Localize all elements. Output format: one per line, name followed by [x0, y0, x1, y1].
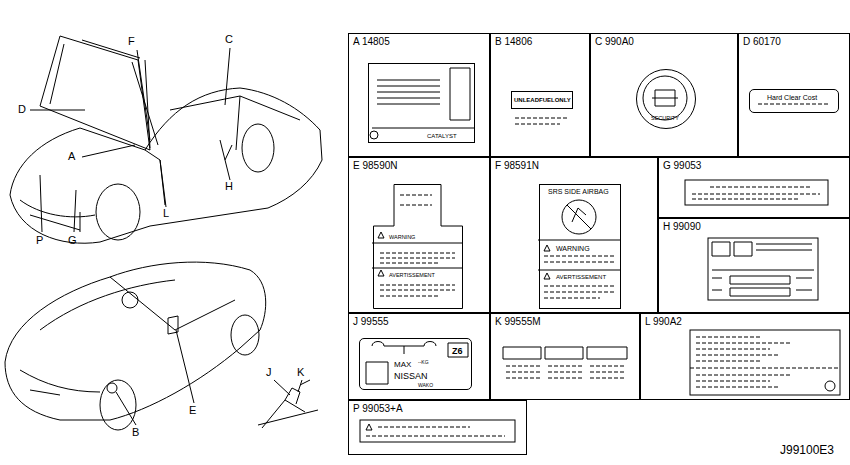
- jack-label-art: [366, 342, 468, 385]
- logo: [825, 381, 835, 391]
- sticker-text: SECURITY: [651, 116, 679, 122]
- dash-lines: [692, 187, 820, 199]
- sticker-box: CATALYST: [368, 63, 475, 143]
- sticker-text: NISSAN: [394, 372, 428, 381]
- sticker-text: SRS SIDE AIRBAG: [548, 188, 609, 195]
- table-lines: [712, 242, 814, 296]
- wheel: [100, 380, 136, 430]
- parts-panel: B 14806UNLEADFUELONLY: [490, 33, 590, 157]
- panel-heading: C 990A0: [595, 37, 634, 47]
- parts-panel: F 98591N SRS SIDE AIRBAG WARNING AVERTISSEM…: [490, 157, 658, 313]
- sticker-text: Hard Clear Cost: [767, 94, 817, 101]
- callout-letter: F: [128, 36, 135, 47]
- label-h: [708, 238, 818, 300]
- panel-heading: J 99555: [353, 317, 389, 327]
- fuel-lid: [107, 383, 117, 393]
- warning-panel-lines: [372, 232, 462, 276]
- callout-letter: L: [163, 208, 169, 219]
- panel-heading: A 14805: [353, 37, 390, 47]
- dash-lines: [380, 195, 455, 296]
- callout-letter: D: [18, 104, 26, 115]
- parts-panel: K 99555M: [490, 313, 640, 400]
- sticker-box: Hard Clear Cost: [749, 89, 839, 113]
- panel-heading: P 99053+A: [353, 404, 403, 414]
- security-ring: [643, 76, 687, 120]
- sticker-box: SRS SIDE AIRBAG WARNING AVERTISSEMENT: [539, 184, 621, 309]
- wheel: [231, 315, 259, 355]
- car-body-front: [10, 88, 322, 243]
- label-p-art: [366, 424, 372, 430]
- wheel: [96, 184, 140, 240]
- car-detail-front: [20, 96, 300, 232]
- airbag-symbol: [538, 205, 620, 279]
- sticker-text: UNLEADFUELONLY: [514, 97, 571, 103]
- parts-panel: J 99555Z6MAX --KG NISSAN WAKO: [348, 313, 490, 400]
- panel-heading: B 14806: [495, 37, 532, 47]
- callout-letter: H: [225, 181, 233, 192]
- sticker-box: WARNING AVERTISSEMENT: [373, 184, 463, 309]
- sticker-text: AVERTISSEMENT: [556, 274, 606, 280]
- parts-panel: P 99053+A: [348, 400, 527, 455]
- panel-heading: L 990A2: [645, 317, 682, 327]
- callout-letter: J: [266, 367, 272, 378]
- sticker-box: SECURITY: [636, 69, 696, 129]
- panel-heading: G 99053: [663, 161, 701, 171]
- callout-letter: P: [36, 235, 43, 246]
- sticker-text: WAKO: [418, 383, 433, 388]
- parts-panel: L 990A2: [640, 313, 850, 400]
- car-icon: [652, 90, 678, 106]
- sticker-text: CATALYST: [427, 133, 457, 139]
- emblem: [122, 292, 138, 308]
- panel-heading: H 99090: [663, 222, 701, 232]
- parts-panel: C 990A0SECURITY: [590, 33, 738, 157]
- open-hood: [40, 36, 150, 150]
- panel-heading: D 60170: [743, 37, 781, 47]
- wheel: [242, 124, 274, 172]
- parts-panel: E 98590N WARNING AVERTISSEMENT: [348, 157, 490, 313]
- panel-heading: K 99555M: [495, 317, 541, 327]
- sticker-text: MAX: [394, 361, 411, 369]
- jack: [258, 380, 318, 428]
- parts-panel: G 99053: [658, 157, 850, 218]
- panel-heading: F 98591N: [495, 161, 539, 171]
- parts-panel: A 14805CATALYST: [348, 33, 490, 157]
- sticker-outline: [374, 185, 463, 309]
- callout-letter: A: [68, 151, 75, 162]
- callout-letter: G: [68, 235, 77, 246]
- sticker-text: --KG: [418, 360, 429, 365]
- sticker-box: Z6MAX --KG NISSAN WAKO: [359, 338, 472, 390]
- sticker-box: UNLEADFUELONLY: [511, 91, 573, 109]
- leader-lines: [30, 48, 302, 425]
- sticker-text: Z6: [452, 347, 463, 356]
- sticker-text: WARNING: [556, 245, 590, 252]
- panel-heading: E 98590N: [353, 161, 397, 171]
- label-l: [690, 330, 840, 395]
- sticker-outline: [373, 184, 463, 309]
- callout-letter: B: [132, 427, 139, 438]
- dash-lines: [690, 337, 840, 387]
- diagram-code: J99100E3: [780, 444, 834, 456]
- sticker-text: AVERTISSEMENT: [389, 273, 435, 279]
- dash-lines: [366, 427, 505, 436]
- logo: [370, 131, 378, 139]
- dash-lines: [515, 104, 828, 124]
- sticker-text: WARNING: [389, 235, 415, 241]
- label-p: [360, 420, 515, 442]
- dash-lines: [544, 256, 614, 298]
- sticker-lines: [372, 68, 474, 128]
- callout-letter: E: [189, 405, 196, 416]
- callout-letter: K: [297, 367, 304, 378]
- callout-letter: C: [225, 34, 233, 45]
- parts-panel: D 60170Hard Clear Cost: [738, 33, 850, 157]
- label-k: [503, 347, 627, 359]
- dash-lines: [506, 366, 624, 378]
- label-g: [685, 180, 828, 205]
- car-detail-rear: [20, 277, 235, 395]
- parts-panel: H 99090: [658, 218, 850, 313]
